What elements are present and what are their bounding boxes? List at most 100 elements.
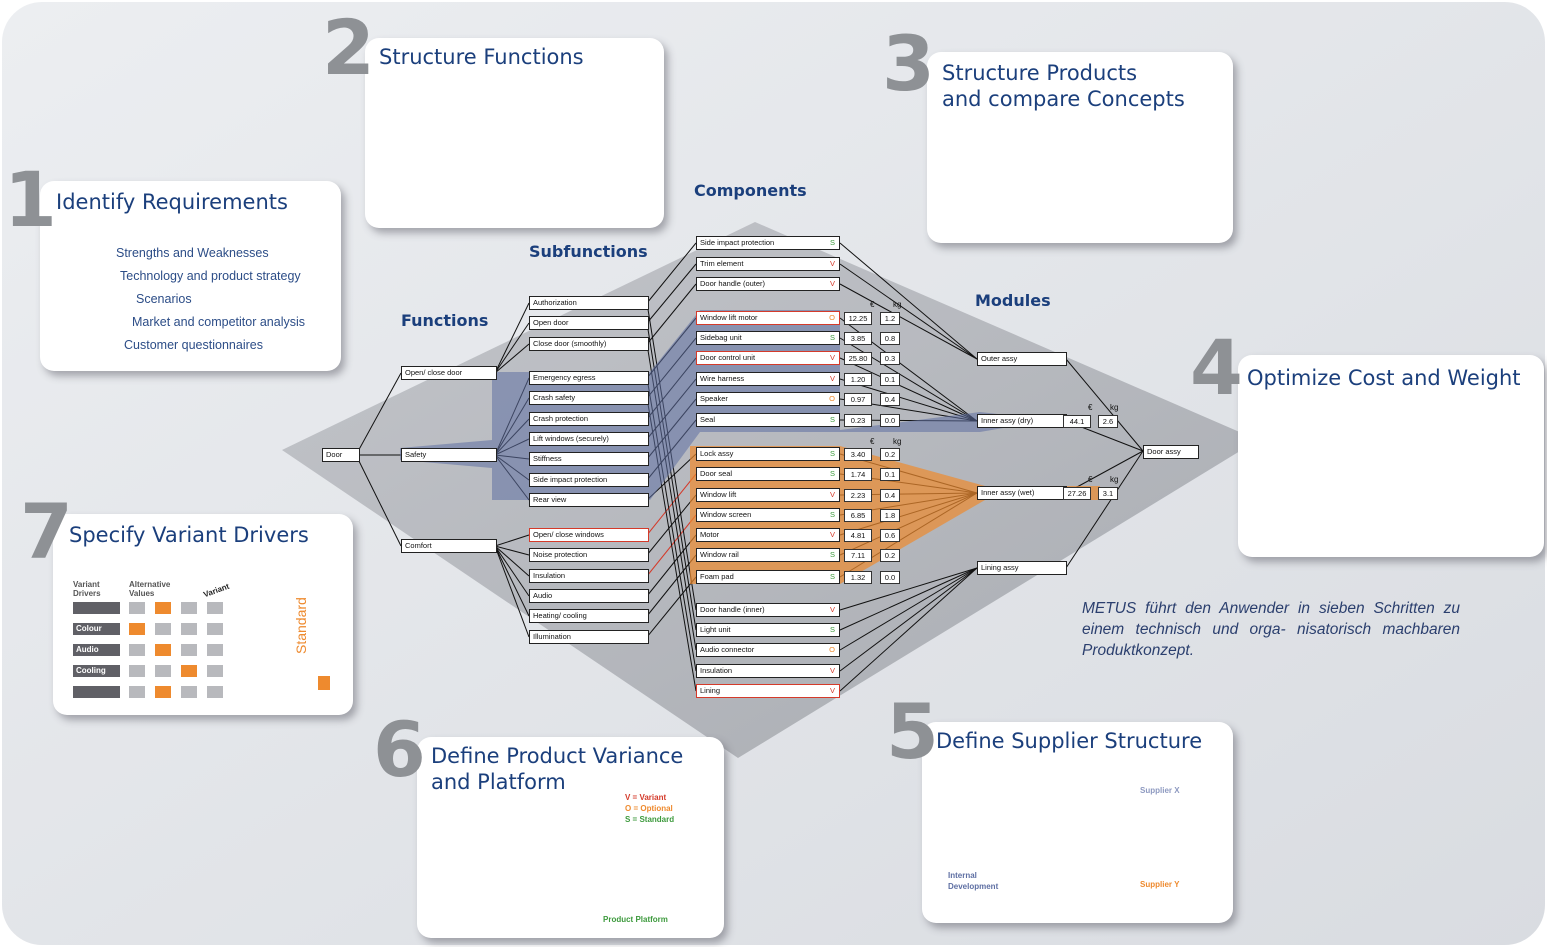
- node-label: Light unit: [700, 625, 731, 634]
- weight-value: 0.0: [880, 571, 900, 584]
- subfunction-node[interactable]: Illumination: [529, 630, 649, 644]
- function-node[interactable]: Open/ close door: [401, 366, 497, 380]
- node-label: Comfort: [405, 541, 432, 550]
- connector: [839, 337, 978, 422]
- cost-value: 1.74: [844, 468, 872, 481]
- node-label: Door handle (outer): [700, 279, 766, 288]
- step-number-6: 6: [373, 705, 426, 794]
- subfunction-node[interactable]: Open/ close windows: [529, 528, 649, 542]
- internal-development-label: Internal Development: [948, 871, 999, 891]
- node-label: Lining assy: [981, 563, 1019, 572]
- subfunction-node[interactable]: Open door: [529, 316, 649, 330]
- weight-value: 0.4: [880, 393, 900, 406]
- node-label: Authorization: [533, 298, 577, 307]
- node-label: Insulation: [700, 666, 733, 675]
- subfunction-node[interactable]: Rear view: [529, 493, 649, 507]
- function-node[interactable]: Comfort: [401, 539, 497, 553]
- subfunction-node[interactable]: Noise protection: [529, 548, 649, 562]
- cost-value: 0.23: [844, 414, 872, 427]
- connector: [1065, 450, 1144, 569]
- module-node[interactable]: Outer assy: [977, 352, 1067, 366]
- subfunction-node[interactable]: Audio: [529, 589, 649, 603]
- subfunction-node[interactable]: Close door (smoothly): [529, 337, 649, 351]
- connector: [839, 567, 978, 651]
- node-label: Inner assy (wet): [981, 488, 1035, 497]
- component-node[interactable]: Door handle (inner)V: [696, 603, 840, 617]
- variance-tag: S: [829, 415, 835, 424]
- connector: [494, 534, 530, 547]
- req-item: Market and competitor analysis: [132, 315, 305, 329]
- value-cell: [129, 665, 145, 677]
- subfunction-node[interactable]: Crash safety: [529, 391, 649, 405]
- node-label: Motor: [700, 530, 720, 539]
- function-node[interactable]: Safety: [401, 448, 497, 462]
- root-node-door[interactable]: Door: [322, 448, 360, 462]
- cost-unit-label: €: [870, 300, 875, 309]
- value-cell: [181, 686, 197, 698]
- req-item: Strengths and Weaknesses: [116, 246, 269, 260]
- module-weight: 2.6: [1098, 415, 1118, 428]
- node-label: Door assy: [1147, 447, 1181, 456]
- module-node[interactable]: Inner assy (wet): [977, 486, 1067, 500]
- component-node[interactable]: Door handle (outer)V: [696, 277, 840, 291]
- weight-value: 1.2: [880, 312, 900, 325]
- product-node-door-assy[interactable]: Door assy: [1143, 445, 1199, 459]
- weight-value: 0.8: [880, 332, 900, 345]
- variant-drivers-label: Variant Drivers: [73, 580, 101, 598]
- node-label: Insulation: [533, 571, 566, 580]
- node-label: Door seal: [700, 469, 733, 478]
- connector: [839, 263, 978, 360]
- subfunction-node[interactable]: Emergency egress: [529, 371, 649, 385]
- subfunction-node[interactable]: Authorization: [529, 296, 649, 310]
- step-number-4: 4: [1190, 323, 1243, 412]
- connector: [646, 576, 697, 638]
- cost-value: 12.25: [844, 312, 872, 325]
- node-label: Stiffness: [533, 454, 562, 463]
- module-node[interactable]: Inner assy (dry): [977, 414, 1067, 428]
- subfunction-node[interactable]: Insulation: [529, 569, 649, 583]
- weight-value: 0.6: [880, 529, 900, 542]
- variance-tag: V: [829, 353, 835, 362]
- step-number-2: 2: [322, 3, 375, 92]
- cost-value: 1.20: [844, 373, 872, 386]
- product-platform-label: Product Platform: [603, 915, 668, 924]
- module-weight: 3.1: [1098, 487, 1118, 500]
- value-cell: [181, 602, 197, 614]
- subfunction-node[interactable]: Side impact protection: [529, 473, 649, 487]
- node-label: Window rail: [700, 550, 739, 559]
- node-label: Side impact protection: [700, 238, 775, 247]
- variance-tag: O: [829, 645, 835, 654]
- subfunction-node[interactable]: Crash protection: [529, 412, 649, 426]
- step-5-title: Define Supplier Structure: [936, 729, 1203, 753]
- cost-unit-label: €: [1088, 403, 1093, 412]
- subfunction-node[interactable]: Heating/ cooling: [529, 609, 649, 623]
- weight-value: 0.3: [880, 352, 900, 365]
- subfunction-node[interactable]: Lift windows (securely): [529, 432, 649, 446]
- subfunction-node[interactable]: Stiffness: [529, 452, 649, 466]
- supplier-y-label: Supplier Y: [1140, 880, 1180, 889]
- variance-tag: V: [829, 374, 835, 383]
- module-node[interactable]: Lining assy: [977, 561, 1067, 575]
- highlight-band: [840, 446, 1100, 584]
- weight-unit-label: kg: [893, 300, 902, 309]
- alternative-values-label: Alternative Values: [129, 580, 171, 598]
